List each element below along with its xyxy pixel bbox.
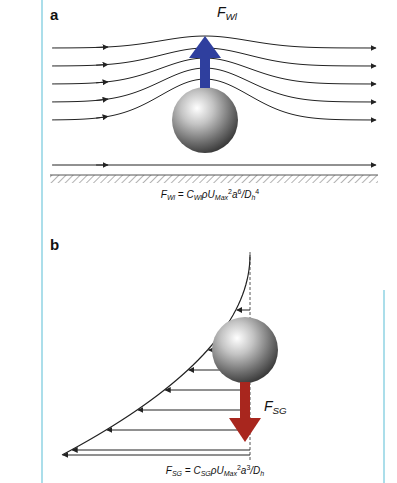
label-text: /D: [250, 465, 260, 476]
label-text: ρU: [211, 465, 224, 476]
label-text: a: [241, 465, 247, 476]
velocity-arrow: [138, 410, 250, 411]
frame-line: [41, 0, 43, 483]
velocity-arrow: [63, 455, 250, 456]
particle-sphere: [212, 317, 278, 383]
velocity-arrow: [165, 390, 250, 391]
superscript: 3: [246, 464, 250, 471]
streamlines: [52, 36, 376, 165]
force-label: FSG: [264, 398, 287, 417]
subscript: SG: [273, 405, 287, 416]
lift-arrow: [189, 36, 221, 88]
velocity-arrow: [107, 430, 250, 431]
subscript: SG: [172, 470, 182, 477]
superscript: 4: [255, 188, 259, 195]
subscript: Wl: [226, 11, 237, 22]
force-label: FWl: [217, 4, 237, 23]
label-text: = C: [182, 465, 201, 476]
subscript: Max: [224, 470, 237, 477]
flow-direction-arrow: [96, 116, 108, 118]
superscript: 6: [238, 188, 242, 195]
flow-direction-arrow: [96, 64, 108, 66]
label-text: a: [50, 6, 58, 23]
subscript: Wl: [167, 194, 175, 201]
label-text: F: [161, 189, 167, 200]
wall-hatch: [50, 175, 378, 183]
shear-arrow: [229, 382, 261, 442]
streamline: [52, 36, 376, 48]
flow-direction-arrow: [96, 82, 108, 83]
streamline: [52, 165, 376, 166]
label-text: ρU: [202, 189, 215, 200]
label-text: /D: [241, 189, 251, 200]
subscript: Wl: [194, 194, 202, 201]
subscript: Max: [215, 194, 228, 201]
label-text: F: [166, 465, 172, 476]
subscript: h: [251, 194, 255, 201]
subscript: SG: [201, 470, 211, 477]
subscript: h: [260, 470, 264, 477]
flow-direction-arrow: [96, 99, 108, 100]
label-text: F: [264, 398, 273, 414]
panel-letter: a: [50, 6, 58, 24]
force-formula: FSG = CSGρUMax2a3/Dh: [166, 464, 264, 478]
velocity-arrow: [72, 450, 250, 451]
superscript: 2: [228, 188, 232, 195]
flow-direction-arrow: [96, 46, 108, 47]
frame-line: [383, 290, 385, 483]
label-text: F: [217, 4, 226, 20]
label-text: a: [232, 189, 238, 200]
wall: [50, 175, 378, 176]
label-text: = C: [175, 189, 194, 200]
flow-direction-arrow: [96, 165, 108, 166]
label-text: b: [50, 236, 59, 253]
velocity-arrow: [237, 310, 250, 311]
particle-sphere: [172, 87, 238, 153]
panel-letter: b: [50, 236, 59, 254]
force-formula: FWl = CWlρUMax2a6/Dh4: [161, 188, 259, 202]
superscript: 2: [237, 464, 241, 471]
